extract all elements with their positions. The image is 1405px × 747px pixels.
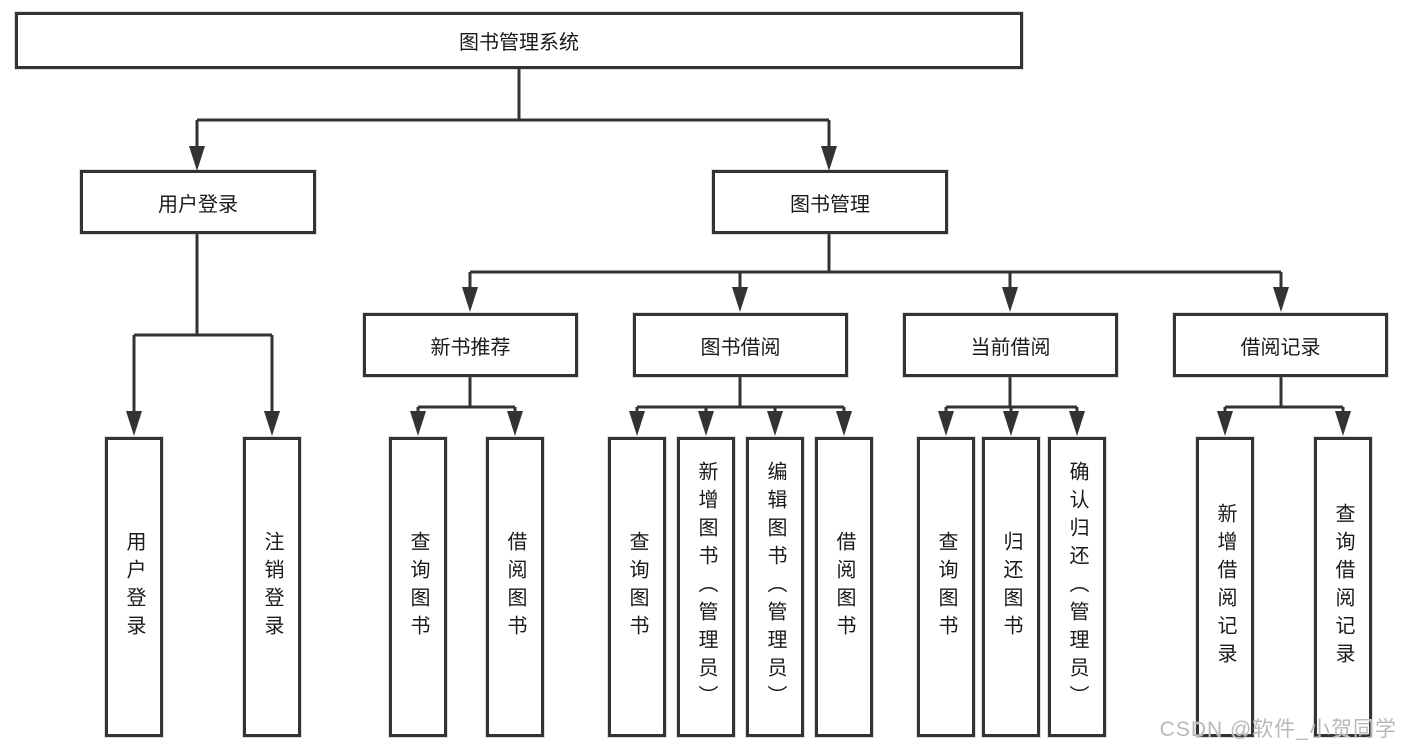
arrowhead: [821, 146, 837, 171]
node-label: 新增图书（管理员）: [695, 461, 717, 713]
node-label: 确认归还（管理员）: [1066, 461, 1088, 713]
node-label: 查询借阅记录: [1332, 503, 1354, 671]
leaf-user-login: 用户登录: [105, 437, 163, 737]
node-label: 归还图书: [1000, 531, 1022, 643]
arrowhead: [732, 287, 748, 312]
node-label: 新书推荐: [430, 336, 511, 359]
leaf-cb-confirm-return-admin: 确认归还（管理员）: [1048, 437, 1106, 737]
leaf-bb-query-books: 查询图书: [608, 437, 666, 737]
leaf-bb-edit-books-admin: 编辑图书（管理员）: [746, 437, 804, 737]
node-label: 借阅图书: [504, 531, 526, 643]
arrowhead: [1217, 411, 1233, 436]
connector-user-login: [132, 233, 274, 412]
node-label: 当前借阅: [970, 336, 1051, 359]
leaf-br-query-record: 查询借阅记录: [1314, 437, 1372, 737]
arrowhead: [767, 411, 783, 436]
arrowhead: [698, 411, 714, 436]
node-current-borrowing: 当前借阅: [903, 313, 1118, 377]
node-root: 图书管理系统: [15, 12, 1023, 69]
connector-borrowing-records: [1223, 376, 1345, 412]
node-label: 注销登录: [261, 531, 283, 643]
node-label: 查询图书: [935, 531, 957, 643]
connector-book-borrowing: [635, 376, 846, 412]
node-label: 编辑图书（管理员）: [764, 461, 786, 713]
node-label: 用户登录: [123, 531, 145, 643]
arrowhead: [1069, 411, 1085, 436]
leaf-logout: 注销登录: [243, 437, 301, 737]
node-label: 查询图书: [626, 531, 648, 643]
arrowhead: [507, 411, 523, 436]
arrowhead: [410, 411, 426, 436]
arrowhead: [1335, 411, 1351, 436]
node-label: 图书管理: [790, 193, 870, 216]
leaf-cb-query-books: 查询图书: [917, 437, 975, 737]
node-label: 用户登录: [158, 193, 238, 216]
node-label: 新增借阅记录: [1214, 503, 1236, 671]
connector-new-book-recommendation: [416, 376, 517, 412]
node-book-management: 图书管理: [712, 170, 948, 234]
leaf-nbr-borrow-books: 借阅图书: [486, 437, 544, 737]
arrowhead: [264, 411, 280, 436]
arrowhead: [1273, 287, 1289, 312]
node-label: 图书管理系统: [459, 32, 579, 54]
arrowhead: [1002, 287, 1018, 312]
arrowhead: [462, 287, 478, 312]
node-label: 查询图书: [407, 531, 429, 643]
watermark-text: CSDN @软件_小贺同学: [1159, 718, 1397, 741]
arrowhead: [126, 411, 142, 436]
arrowhead: [1003, 411, 1019, 436]
node-new-book-recommendation: 新书推荐: [363, 313, 578, 377]
node-label: 借阅记录: [1240, 336, 1321, 359]
leaf-bb-borrow-books: 借阅图书: [815, 437, 873, 737]
node-borrowing-records: 借阅记录: [1173, 313, 1388, 377]
node-user-login: 用户登录: [80, 170, 316, 234]
connector-book-management: [468, 233, 1283, 288]
node-label: 借阅图书: [833, 531, 855, 643]
leaf-nbr-query-books: 查询图书: [389, 437, 447, 737]
leaf-bb-add-books-admin: 新增图书（管理员）: [677, 437, 735, 737]
arrowhead: [629, 411, 645, 436]
leaf-cb-return-books: 归还图书: [982, 437, 1040, 737]
leaf-br-add-record: 新增借阅记录: [1196, 437, 1254, 737]
node-book-borrowing: 图书借阅: [633, 313, 848, 377]
arrowhead: [189, 146, 205, 171]
arrowhead: [836, 411, 852, 436]
connector-root-trunk: [195, 68, 831, 147]
node-label: 图书借阅: [700, 336, 781, 359]
arrowhead: [938, 411, 954, 436]
connector-current-borrowing: [944, 376, 1079, 412]
